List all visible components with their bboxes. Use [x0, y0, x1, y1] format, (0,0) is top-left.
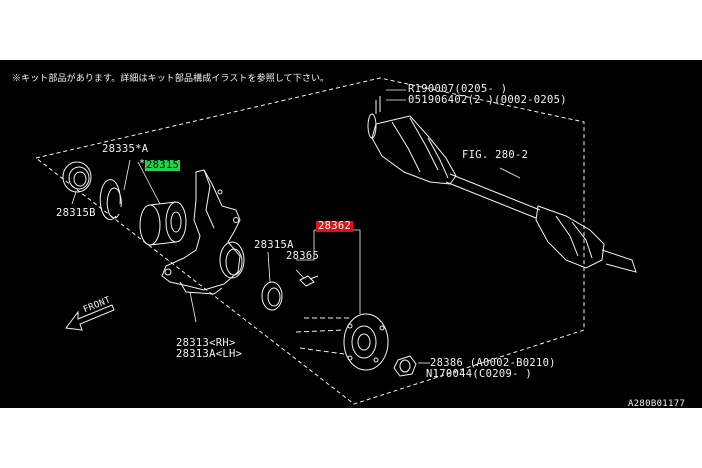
leader-lines [71, 89, 521, 364]
hub-28362 [295, 313, 389, 371]
label-28386: 28386 (A0002-B0210) [430, 357, 556, 369]
seal-28315a [261, 281, 283, 311]
exploded-view-drawing [35, 77, 637, 405]
label-28362[interactable]: 28362 [316, 220, 354, 232]
front-arrow-icon [65, 304, 115, 331]
bolt-28365 [299, 275, 319, 287]
kit-boundary [35, 77, 585, 405]
label-r190007: R190007(0205- ) [408, 83, 508, 95]
label-fig-280-2: FIG. 280-2 [462, 149, 529, 161]
seal-28315b [62, 161, 92, 193]
kit-note: ※キット部品があります。詳細はキット部品構成イラストを参照して下さい。 [12, 74, 330, 84]
label-28365: 28365 [286, 250, 320, 262]
knuckle-28313 [161, 169, 245, 295]
label-051906402: 051906402(2 )(0002-0205) [408, 94, 567, 106]
label-n170044: N170044(C0209- ) [426, 368, 532, 380]
label-28313a-lh: 28313A<LH> [176, 348, 243, 360]
diagram-code: A280B01177 [628, 399, 686, 409]
label-28335: 28335*A [102, 143, 149, 155]
bearing-28315 [139, 201, 187, 246]
snap-ring-28335 [99, 179, 122, 221]
kit-asterisk: * [139, 158, 146, 169]
nut-28386 [393, 355, 417, 377]
label-28313-rh: 28313<RH> [176, 337, 236, 349]
drive-shaft [367, 96, 637, 273]
label-28315b: 28315B [56, 207, 96, 219]
label-28315a: 28315A [254, 239, 294, 251]
label-28315-kit[interactable]: 28315 [145, 159, 181, 171]
diagram-panel: ※キット部品があります。詳細はキット部品構成イラストを参照して下さい。 2833… [0, 60, 702, 409]
